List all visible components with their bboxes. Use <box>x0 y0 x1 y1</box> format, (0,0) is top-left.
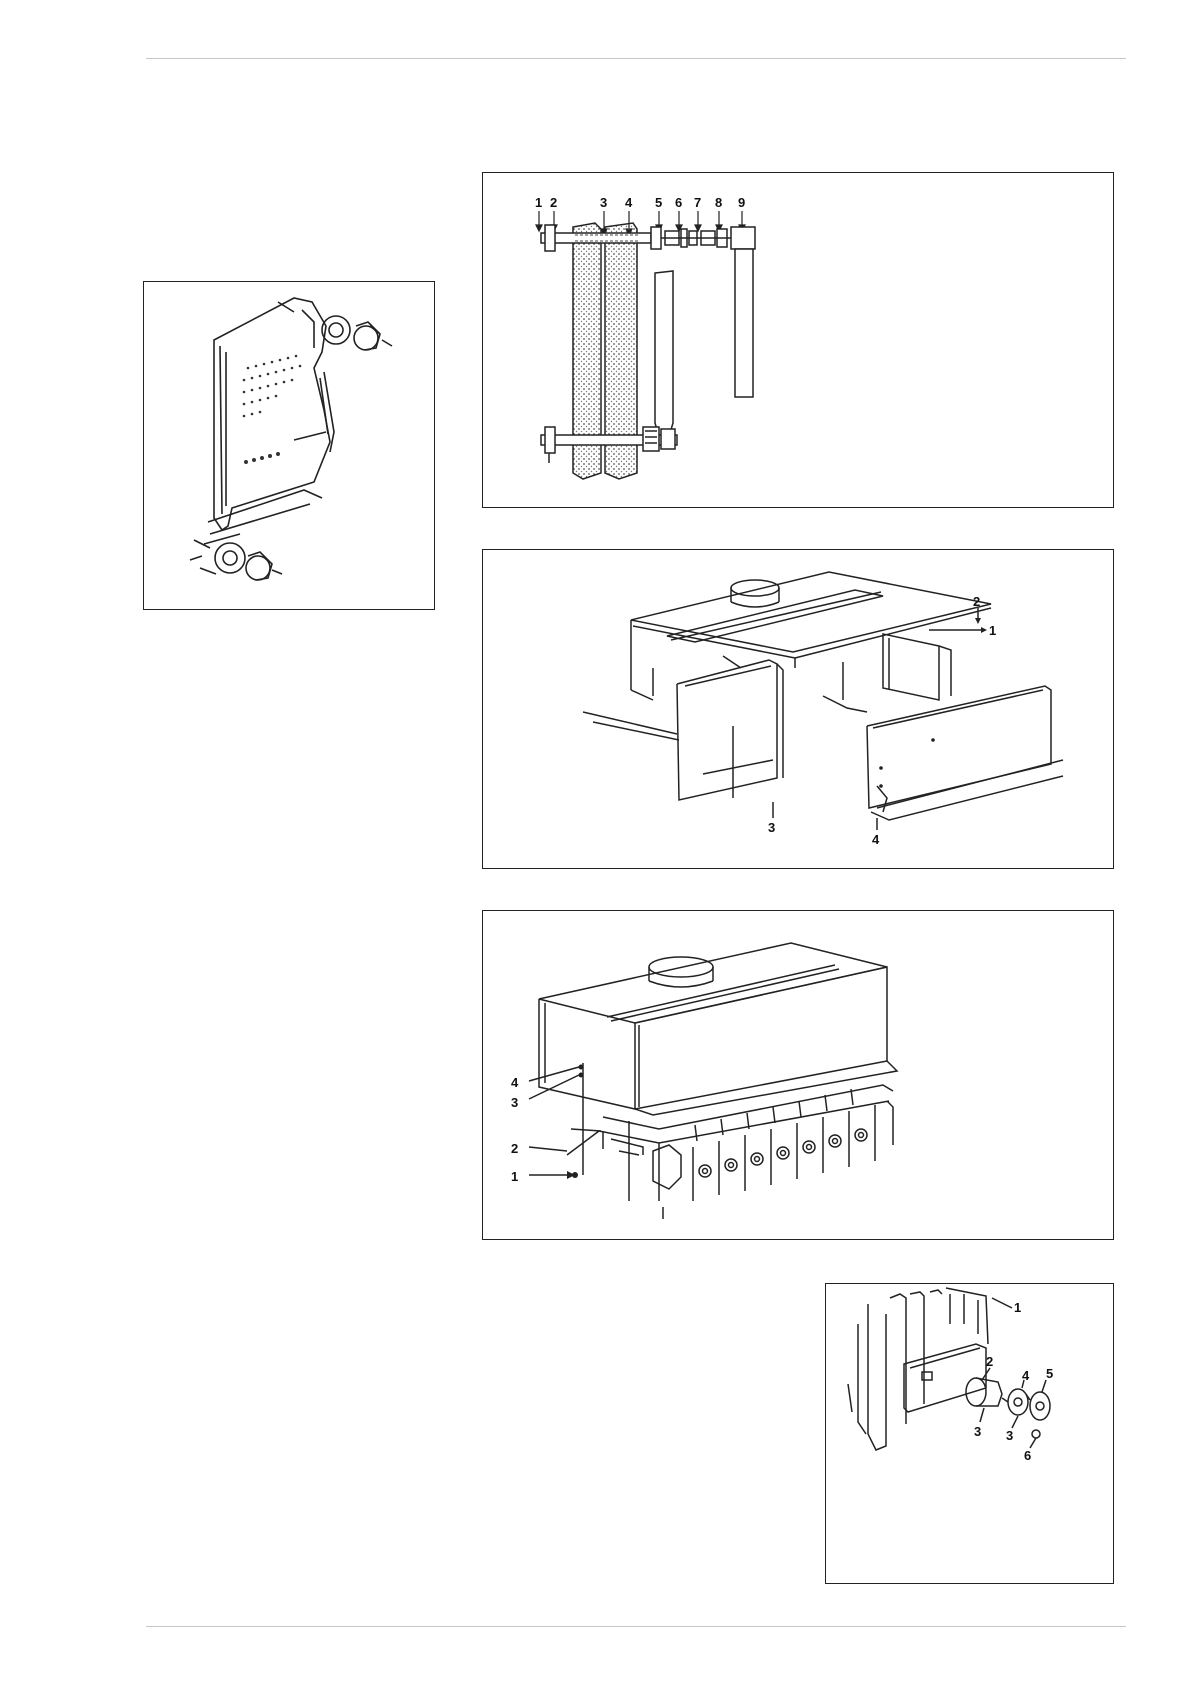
section-drawing <box>144 282 436 611</box>
callout-2: 2 <box>986 1354 993 1369</box>
callout-1: 1 <box>989 623 996 638</box>
callout-1: 1 <box>511 1169 518 1184</box>
callout-6: 6 <box>675 195 682 210</box>
casing-drawing: 1 2 3 4 <box>483 550 1115 870</box>
callout-3: 3 <box>768 820 775 835</box>
callout-5: 5 <box>655 195 662 210</box>
assembly-drawing: 1 2 3 4 5 6 7 8 9 <box>483 173 1115 509</box>
callout-8: 8 <box>715 195 722 210</box>
callout-6: 6 <box>1024 1448 1031 1463</box>
header-rule <box>146 58 1126 59</box>
callout-3b: 3 <box>1006 1428 1013 1443</box>
callout-1: 1 <box>1014 1300 1021 1315</box>
figure-inspection-door: 1 2 3 4 5 3 6 <box>825 1283 1114 1584</box>
figure-section-assembly: 1 2 3 4 5 6 7 8 9 <box>482 172 1114 508</box>
callout-5: 5 <box>1046 1366 1053 1381</box>
callout-9: 9 <box>738 195 745 210</box>
callout-3: 3 <box>600 195 607 210</box>
footer-rule <box>146 1626 1126 1627</box>
inspection-door-drawing: 1 2 3 4 5 3 6 <box>826 1284 1115 1585</box>
figure-casing-exploded: 1 2 3 4 <box>482 549 1114 869</box>
callout-4: 4 <box>872 832 880 847</box>
callout-4: 4 <box>1022 1368 1030 1383</box>
figure-section-nipples <box>143 281 435 610</box>
callout-3: 3 <box>974 1424 981 1439</box>
casing-block-drawing: 4 3 2 1 <box>483 911 1115 1241</box>
callout-2: 2 <box>550 195 557 210</box>
callout-1: 1 <box>535 195 542 210</box>
callout-2: 2 <box>511 1141 518 1156</box>
callout-4: 4 <box>625 195 633 210</box>
callout-3: 3 <box>511 1095 518 1110</box>
callout-2: 2 <box>973 594 980 609</box>
callout-4: 4 <box>511 1075 519 1090</box>
callout-7: 7 <box>694 195 701 210</box>
figure-casing-on-block: 4 3 2 1 <box>482 910 1114 1240</box>
